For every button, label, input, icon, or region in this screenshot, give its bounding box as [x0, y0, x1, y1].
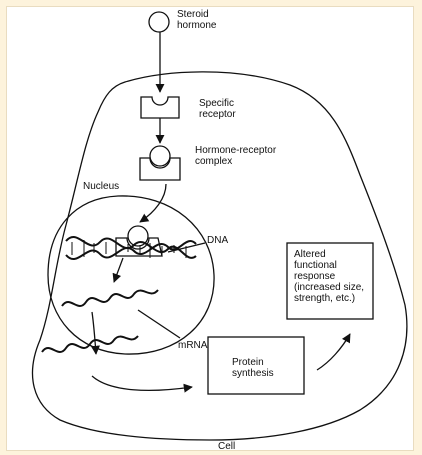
mrna-label: mRNA: [178, 340, 208, 351]
nucleus-shape: [47, 195, 215, 355]
protein-synthesis-label: Protein synthesis: [232, 357, 274, 379]
protein-to-response-arrow: [316, 333, 351, 371]
protein-synthesis-box: [207, 336, 305, 395]
altered-response-label: Altered functional response (increased s…: [294, 249, 365, 304]
mrna-pointer-line: [137, 309, 181, 339]
hormone-receptor-complex-label: Hormone-receptor complex: [195, 145, 277, 167]
diagram-frame: [6, 6, 414, 451]
altered-response-box: [286, 242, 374, 320]
mrna-to-protein-arrow: [91, 375, 193, 393]
cell-membrane: [31, 71, 408, 441]
bound-receptor-shape: [115, 237, 163, 257]
dna-strand-a: [65, 235, 197, 259]
specific-receptor-label: Specific receptor: [199, 98, 236, 120]
steroid-hormone-label: Steroid hormone: [177, 9, 217, 31]
nuclear-export-arrow: [90, 311, 100, 355]
mrna-in-nucleus: [61, 289, 159, 307]
complex-to-nucleus-arrow: [139, 183, 167, 223]
mrna-in-cytoplasm: [41, 335, 139, 353]
dna-label: DNA: [207, 235, 229, 246]
complex-receptor-shape: [139, 157, 181, 181]
dna-pointer-line: [167, 242, 206, 253]
bound-hormone-shape: [127, 225, 149, 247]
steroid-hormone-shape: [148, 11, 170, 33]
transcription-arrow: [112, 257, 124, 283]
cell-label: Cell: [218, 441, 236, 452]
specific-receptor-shape: [140, 96, 180, 119]
nucleus-label: Nucleus: [83, 181, 120, 192]
dna-strand-b: [65, 240, 197, 261]
complex-hormone-shape: [149, 145, 171, 167]
